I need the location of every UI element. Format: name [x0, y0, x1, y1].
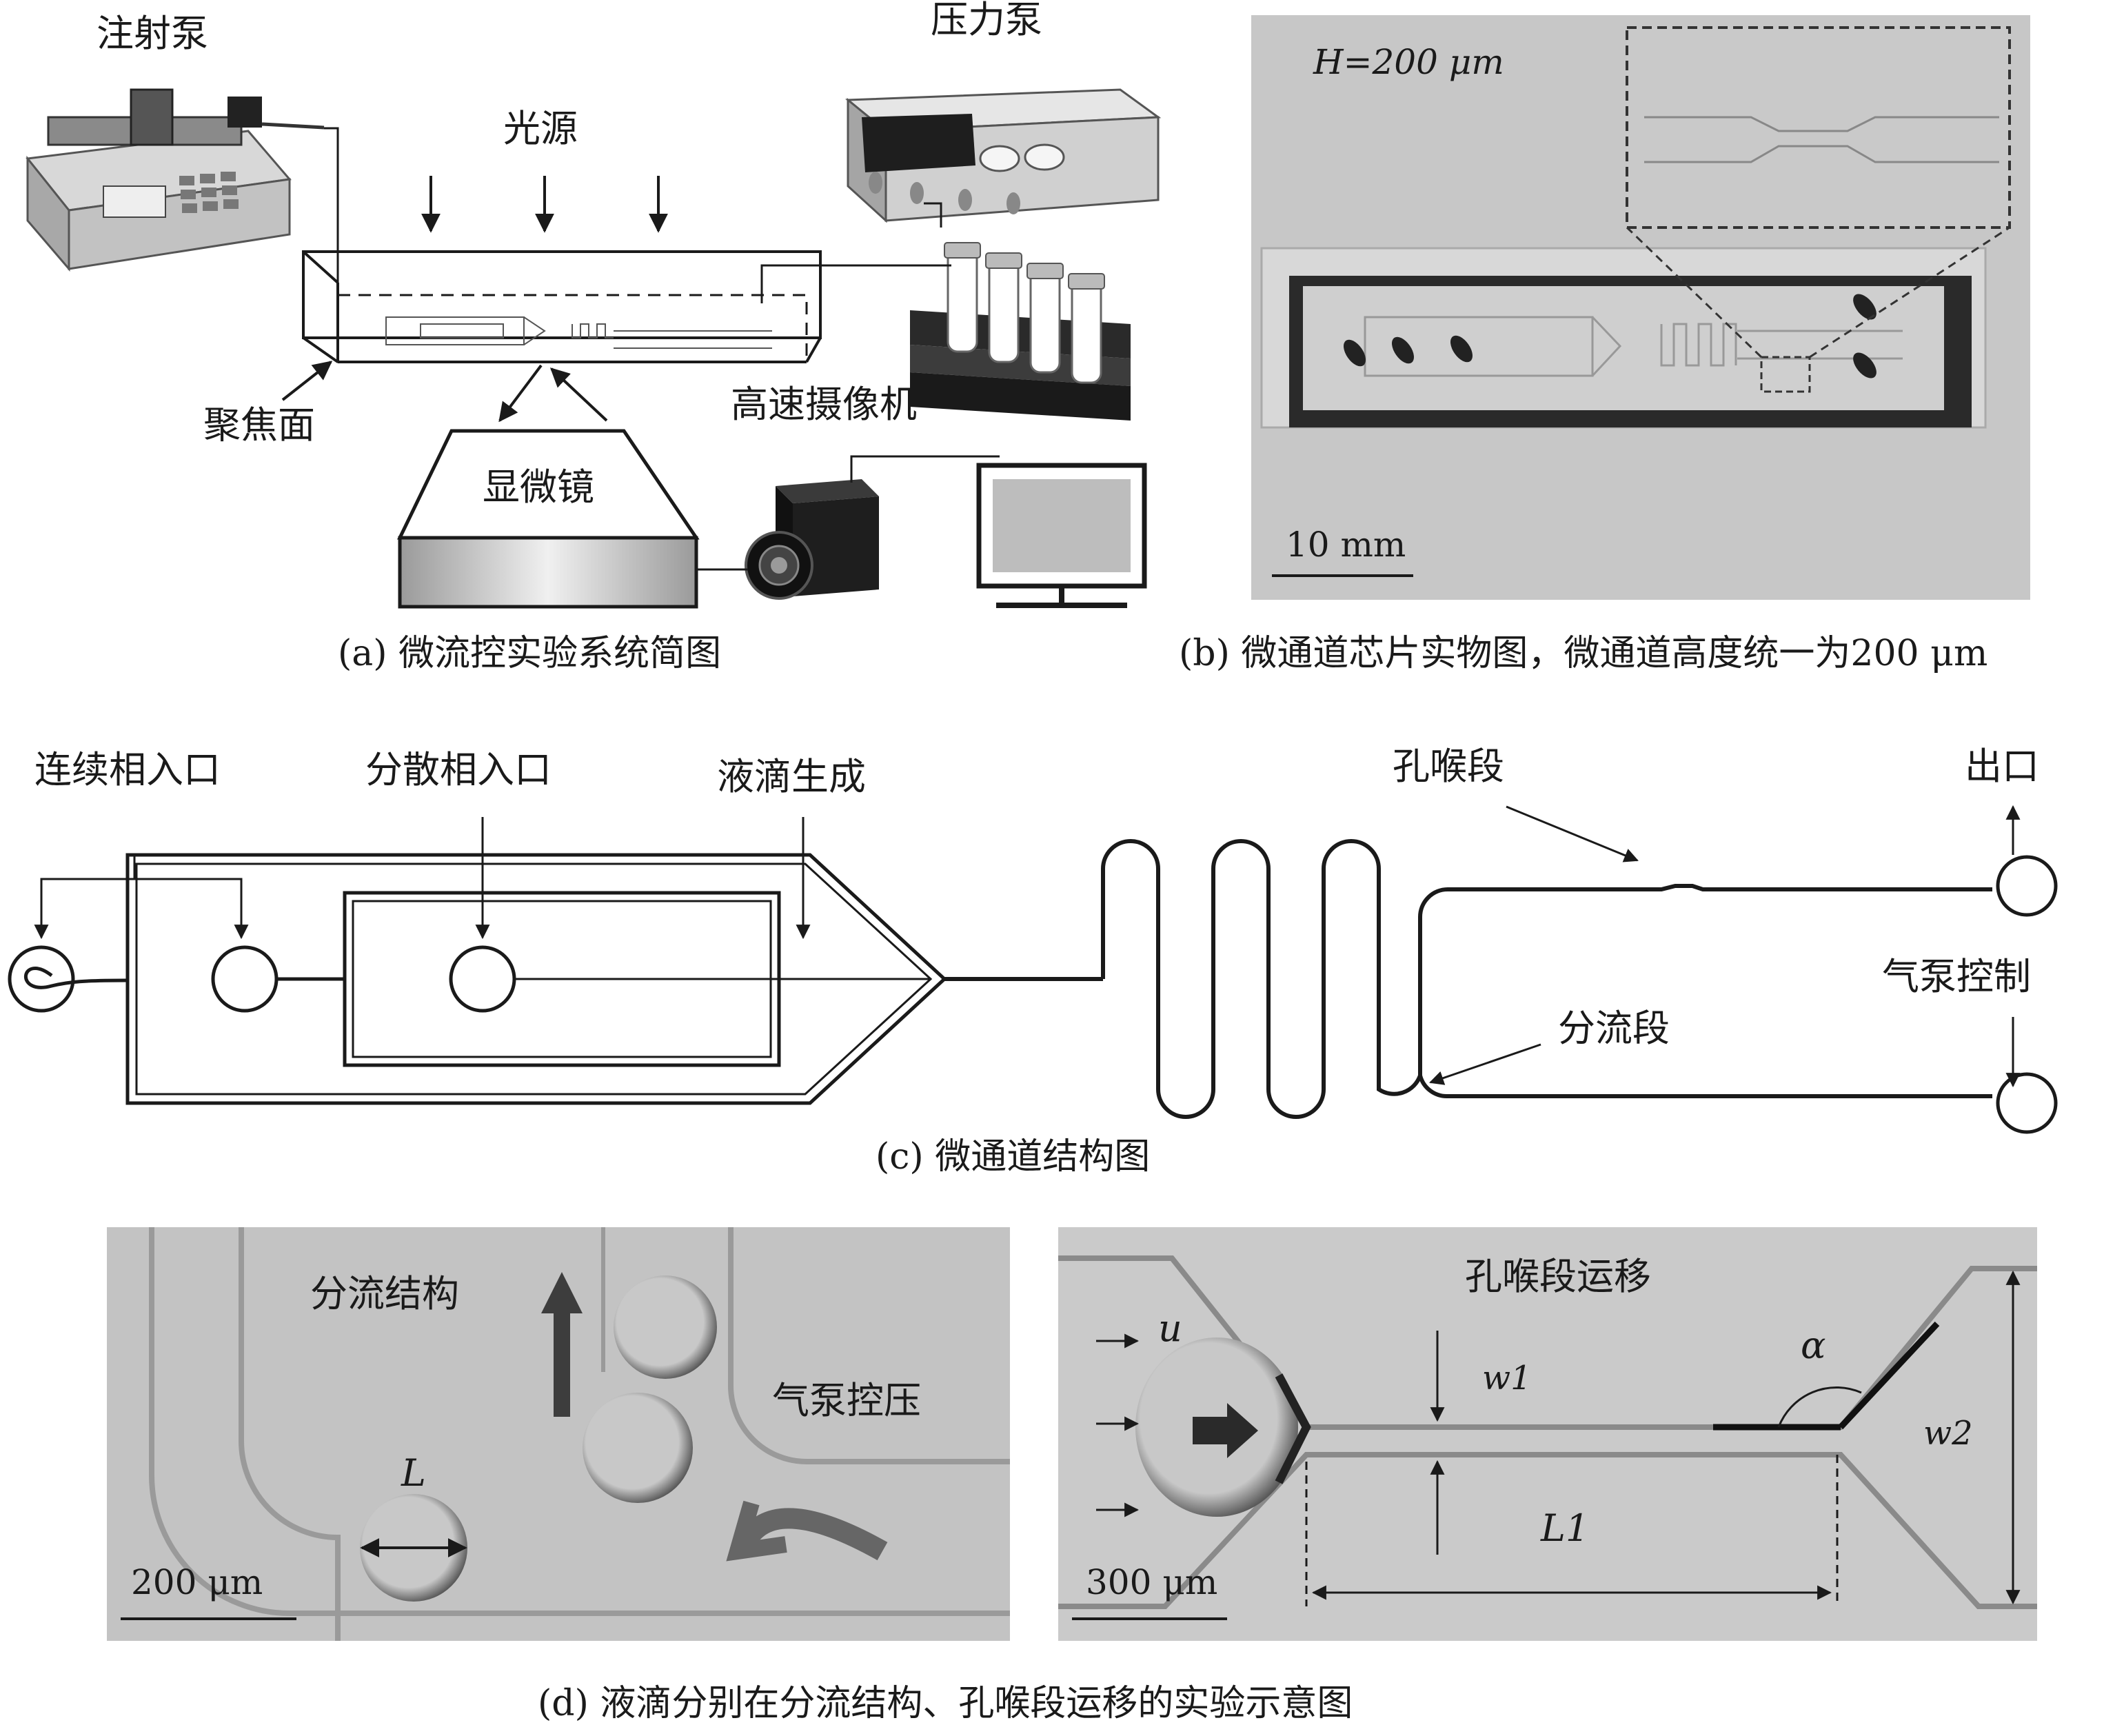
- dispersed-inlet-label: 分散相入口: [365, 748, 552, 791]
- high-speed-camera-icon: [745, 479, 879, 600]
- panel-c-arrows: [34, 805, 2021, 1088]
- split-section-label: 分流段: [1558, 1007, 1670, 1050]
- light-source-label: 光源: [503, 107, 578, 150]
- microscope-label: 显微镜: [483, 465, 594, 509]
- panel-c-channel-diagram: [8, 839, 2058, 1134]
- pressure-pump-label: 压力泵: [931, 0, 1042, 41]
- throat-migration-title: 孔喉段运移: [1465, 1255, 1651, 1298]
- panel-b-caption: (b) 微通道芯片实物图，微通道高度统一为200 μm: [1179, 633, 1988, 674]
- panel-d-caption: (d) 液滴分别在分流结构、孔喉段运移的实验示意图: [538, 1683, 1353, 1724]
- chip-channel-sketch: [385, 316, 772, 349]
- panel-a-caption: (a) 微流控实验系统简图: [338, 633, 722, 674]
- panel-b-photo: [1251, 15, 2030, 600]
- w2-symbol: w2: [1923, 1414, 1973, 1453]
- syringe-pump-icon: [26, 88, 325, 272]
- panel-a-diagram: [26, 88, 1162, 609]
- monitor-icon: [976, 463, 1147, 608]
- angle-symbol: α: [1801, 1324, 1826, 1367]
- panel-d-right-scale-bar-label: 300 μm: [1086, 1562, 1218, 1602]
- outlet-label: 出口: [1965, 745, 2039, 788]
- air-pressure-label: 气泵控压: [772, 1379, 921, 1422]
- l1-symbol: L1: [1541, 1506, 1590, 1550]
- tube-rack-icon: [910, 242, 1131, 421]
- throat-section-label: 孔喉段: [1393, 745, 1504, 788]
- panel-d-left-photo: [107, 1227, 1010, 1641]
- velocity-symbol: u: [1158, 1306, 1182, 1350]
- droplet-length-symbol: L: [401, 1451, 426, 1495]
- pressure-pump-icon: [844, 88, 1162, 223]
- panel-d-left-scale-bar-label: 200 μm: [131, 1562, 263, 1602]
- droplet-generation-label: 液滴生成: [717, 755, 866, 798]
- microscope-icon: [397, 429, 700, 609]
- high-speed-camera-label: 高速摄像机: [731, 383, 917, 426]
- panel-c-caption: (c) 微通道结构图: [876, 1136, 1151, 1178]
- panel-d-right-photo: [1058, 1227, 2037, 1641]
- panel-b-scale-bar-label: 10 mm: [1286, 525, 1406, 565]
- channel-height-label: H=200 μm: [1313, 42, 1504, 82]
- focal-plane-label: 聚焦面: [203, 403, 315, 447]
- continuous-inlet-label: 连续相入口: [34, 748, 221, 791]
- air-pump-control-label: 气泵控制: [1882, 955, 2031, 998]
- split-structure-label: 分流结构: [310, 1272, 459, 1315]
- syringe-pump-label: 注射泵: [97, 12, 208, 55]
- w1-symbol: w1: [1482, 1359, 1532, 1397]
- chip-box: [302, 250, 822, 363]
